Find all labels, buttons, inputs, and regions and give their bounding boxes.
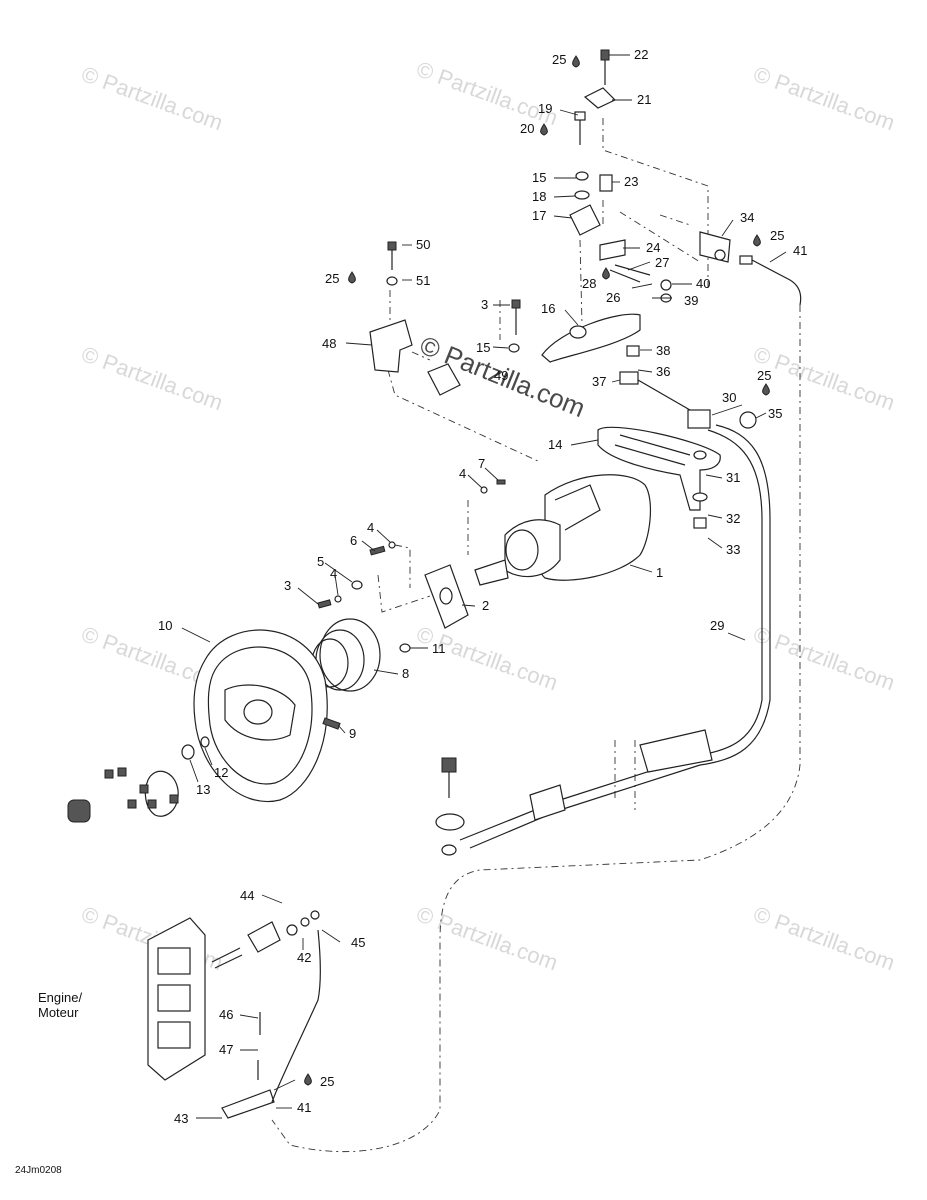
callout-29: 29 — [710, 618, 724, 633]
callout-24: 24 — [646, 240, 660, 255]
watermark: © Partzilla.com — [413, 621, 561, 695]
engine-label-fr: Moteur — [38, 1005, 79, 1020]
callout-51: 51 — [416, 273, 430, 288]
callout-38: 38 — [656, 343, 670, 358]
callout-15: 15 — [476, 340, 490, 355]
callout-4: 4 — [459, 466, 466, 481]
callout-44: 44 — [240, 888, 254, 903]
callout-11: 11 — [432, 641, 446, 656]
liquid-drop-icon — [602, 267, 610, 280]
callout-12: 12 — [214, 765, 228, 780]
callout-40: 40 — [696, 276, 710, 291]
callout-41: 41 — [297, 1100, 311, 1115]
callout-18: 18 — [532, 189, 546, 204]
callout-13: 13 — [196, 782, 210, 797]
assembly-lines — [271, 118, 801, 1153]
callout-3: 3 — [284, 578, 291, 593]
callout-46: 46 — [219, 1007, 233, 1022]
bolt-group — [104, 767, 179, 809]
callout-25: 25 — [552, 52, 566, 67]
steering-bracket — [597, 426, 721, 511]
callout-9: 9 — [349, 726, 356, 741]
callout-20: 20 — [520, 121, 534, 136]
callout-7: 7 — [478, 456, 485, 471]
watermark: © Partzilla.com — [413, 56, 561, 130]
callout-50: 50 — [416, 237, 430, 252]
hub-plate — [67, 736, 210, 823]
steering-cable — [435, 259, 802, 856]
callout-48: 48 — [322, 336, 336, 351]
callout-39: 39 — [684, 293, 698, 308]
watermark: © Partzilla.com — [750, 621, 898, 695]
callout-labels: 22 25 21 19 20 15 23 18 17 34 25 24 41 5… — [158, 47, 807, 1126]
mounting-bracket-48 — [369, 241, 461, 396]
steering-housing — [474, 474, 651, 586]
callout-5: 5 — [317, 554, 324, 569]
steering-wheel — [193, 629, 328, 803]
callout-32: 32 — [726, 511, 740, 526]
drop-icons — [304, 55, 770, 1086]
liquid-drop-icon — [753, 234, 761, 247]
callout-42: 42 — [297, 950, 311, 965]
callout-35: 35 — [768, 406, 782, 421]
callout-3: 3 — [481, 297, 488, 312]
watermark-layer: © Partzilla.com © Partzilla.com © Partzi… — [78, 56, 898, 975]
callout-6: 6 — [350, 533, 357, 548]
callout-16: 16 — [541, 301, 555, 316]
callout-34: 34 — [740, 210, 754, 225]
engine-label: Engine/ — [38, 990, 82, 1005]
watermark: © Partzilla.com — [750, 341, 898, 415]
watermark: © Partzilla.com — [750, 61, 898, 135]
callout-25: 25 — [770, 228, 784, 243]
callout-26: 26 — [606, 290, 620, 305]
watermark: © Partzilla.com — [78, 61, 226, 135]
callout-36: 36 — [656, 364, 670, 379]
watermark: © Partzilla.com — [413, 901, 561, 975]
callout-31: 31 — [726, 470, 740, 485]
leader-lines — [181, 54, 787, 1119]
liquid-drop-icon — [762, 383, 770, 396]
callout-14: 14 — [548, 437, 562, 452]
watermark: © Partzilla.com — [750, 901, 898, 975]
callout-8: 8 — [402, 666, 409, 681]
small-hardware — [317, 479, 506, 730]
callout-19: 19 — [538, 101, 552, 116]
callout-28: 28 — [582, 276, 596, 291]
callout-25: 25 — [325, 271, 339, 286]
callout-45: 45 — [351, 935, 365, 950]
callout-4: 4 — [330, 566, 337, 581]
callout-43: 43 — [174, 1111, 188, 1126]
callout-22: 22 — [634, 47, 648, 62]
callout-4: 4 — [367, 520, 374, 535]
liquid-drop-icon — [348, 271, 356, 284]
diagram-code: 24Jm0208 — [15, 1165, 62, 1176]
watermark: © Partzilla.com — [78, 341, 226, 415]
liquid-drop-icon — [572, 55, 580, 68]
callout-1: 1 — [656, 565, 663, 580]
callout-25: 25 — [757, 368, 771, 383]
linkage-rod — [619, 371, 757, 529]
callout-30: 30 — [722, 390, 736, 405]
engine-block — [147, 917, 206, 1081]
liquid-drop-icon — [540, 123, 548, 136]
throttle-linkage — [211, 910, 321, 1119]
callout-37: 37 — [592, 374, 606, 389]
callout-27: 27 — [655, 255, 669, 270]
mounting-plate — [424, 564, 469, 629]
callout-17: 17 — [532, 208, 546, 223]
callout-25: 25 — [320, 1074, 334, 1089]
callout-10: 10 — [158, 618, 172, 633]
callout-49: 49 — [494, 368, 508, 383]
liquid-drop-icon — [304, 1073, 312, 1086]
callout-23: 23 — [624, 174, 638, 189]
cable-clamp — [699, 231, 753, 265]
callout-47: 47 — [219, 1042, 233, 1057]
callout-21: 21 — [637, 92, 651, 107]
callout-15: 15 — [532, 170, 546, 185]
callout-2: 2 — [482, 598, 489, 613]
cap-icon — [67, 799, 91, 823]
callout-33: 33 — [726, 542, 740, 557]
callout-41: 41 — [793, 243, 807, 258]
